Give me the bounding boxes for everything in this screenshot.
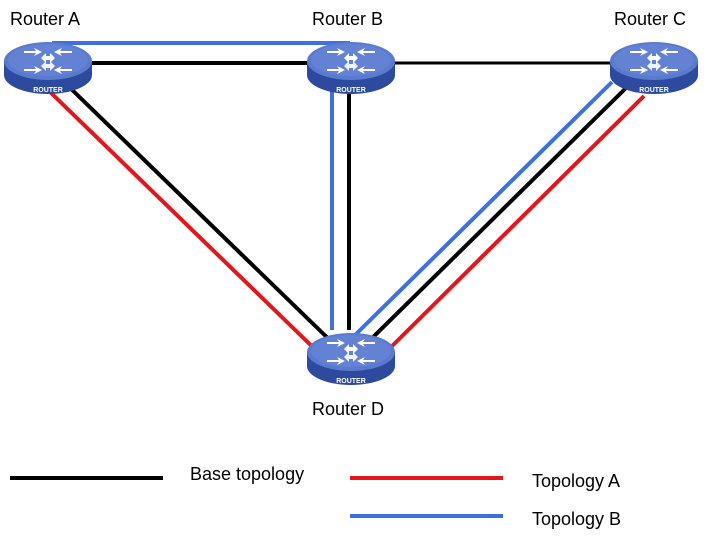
- router-b: ROUTER: [307, 42, 395, 94]
- router-c-tag: ROUTER: [639, 87, 669, 94]
- router-b-tag: ROUTER: [336, 87, 366, 94]
- router-d-tag: ROUTER: [336, 378, 366, 385]
- link-c-d-base: [360, 86, 628, 350]
- link-c-d-topology-a: [378, 94, 646, 360]
- legend-topology-a-label: Topology A: [532, 471, 620, 491]
- router-b-label: Router B: [312, 9, 383, 29]
- legend-base-label: Base topology: [190, 464, 304, 484]
- legend: Base topology Topology A Topology B: [10, 464, 621, 529]
- router-a-label: Router A: [10, 9, 80, 29]
- legend-topology-b-label: Topology B: [532, 509, 621, 529]
- link-a-d-base: [62, 80, 342, 352]
- router-d: ROUTER: [307, 333, 395, 385]
- router-c: ROUTER: [610, 42, 698, 94]
- link-a-d-topology-a: [44, 86, 326, 360]
- router-c-label: Router C: [614, 9, 686, 29]
- link-c-d-topology-b: [348, 80, 614, 342]
- router-a: ROUTER: [4, 42, 92, 94]
- router-d-label: Router D: [312, 399, 384, 419]
- router-a-tag: ROUTER: [33, 87, 63, 94]
- links: [44, 41, 654, 360]
